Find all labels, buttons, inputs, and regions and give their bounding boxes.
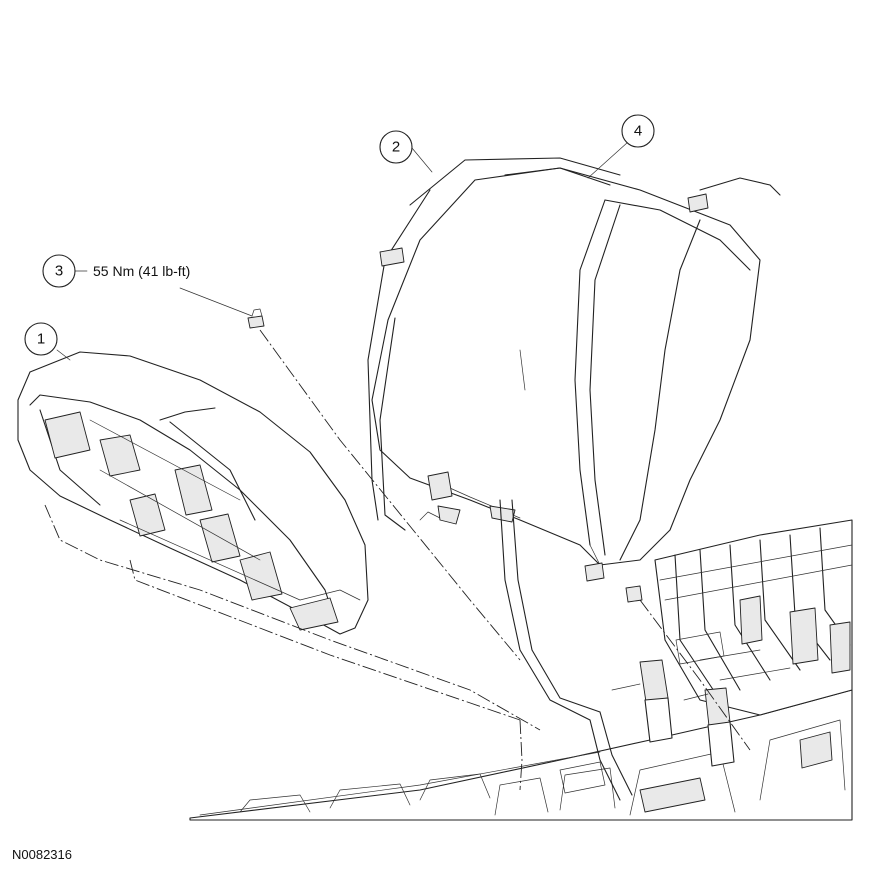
bolt-icon: [247, 308, 265, 329]
callout-number: 2: [392, 139, 400, 156]
seat-cushion: [17, 351, 369, 635]
callout-3: 3 55 Nm (41 lb-ft): [42, 254, 190, 288]
torque-spec-label: 55 Nm (41 lb-ft): [93, 263, 190, 279]
callout-number: 3: [55, 263, 63, 280]
leader-lines: [56, 141, 629, 361]
rear-seat-frame: [654, 519, 853, 769]
seat-back: [367, 157, 781, 603]
alignment-lines: [44, 329, 751, 791]
figure-id: N0082316: [12, 847, 72, 862]
seat-latches: [611, 659, 735, 767]
callout-number: 1: [37, 331, 45, 348]
callout-4: 4: [621, 114, 655, 148]
seat-belt-webbing: [499, 499, 633, 801]
callout-2: 2: [379, 130, 413, 164]
callout-number: 4: [634, 123, 642, 140]
callout-1: 1: [24, 322, 58, 356]
